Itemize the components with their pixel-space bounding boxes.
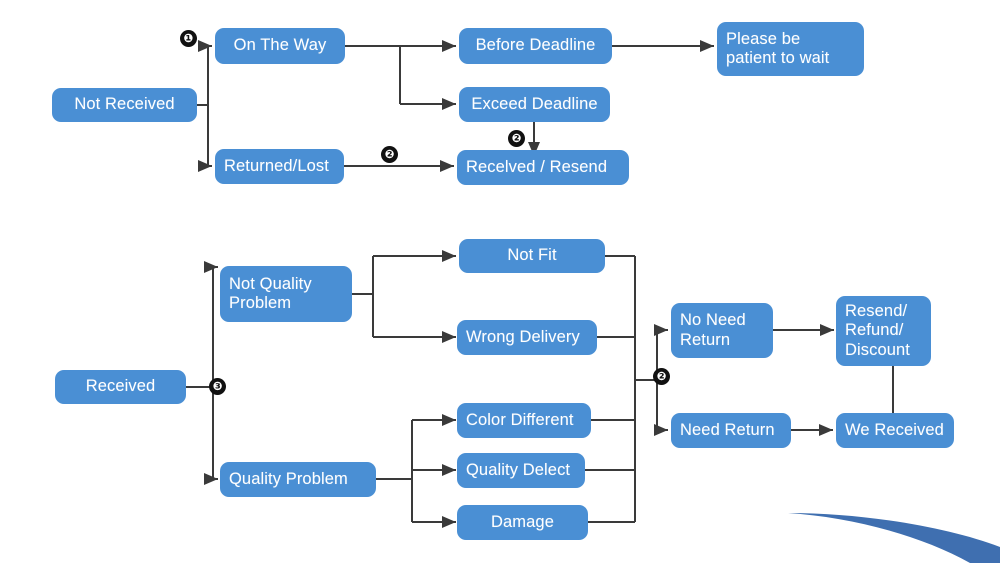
node-received-resend[interactable]: Recelved / Resend <box>457 150 629 185</box>
node-received[interactable]: Received <box>55 370 186 404</box>
node-no-need-return-label: No Need Return <box>680 311 746 349</box>
node-not-fit-label: Not Fit <box>507 246 557 265</box>
node-not-quality-problem[interactable]: Not Quality Problem <box>220 266 352 322</box>
badge-1-not-received-split: ❶ <box>180 30 197 47</box>
node-please-be-patient-label: Please be patient to wait <box>726 29 830 67</box>
node-resend-refund-discount[interactable]: Resend/ Refund/ Discount <box>836 296 931 366</box>
badge-2-return-split: ❷ <box>653 368 670 385</box>
node-quality-problem[interactable]: Quality Problem <box>220 462 376 497</box>
node-damage[interactable]: Damage <box>457 505 588 540</box>
node-need-return[interactable]: Need Return <box>671 413 791 448</box>
badge-3-received-split: ❸ <box>209 378 226 395</box>
decorative-swoosh <box>788 513 1000 563</box>
node-returned-lost-label: Returned/Lost <box>224 156 329 175</box>
node-need-return-label: Need Return <box>680 420 775 439</box>
node-wrong-delivery-label: Wrong Delivery <box>466 327 580 346</box>
node-quality-delect[interactable]: Quality Delect <box>457 453 585 488</box>
node-please-be-patient[interactable]: Please be patient to wait <box>717 22 864 76</box>
node-exceed-deadline-label: Exceed Deadline <box>471 94 598 113</box>
node-quality-problem-label: Quality Problem <box>229 469 348 488</box>
badge-3-label: ❸ <box>212 378 223 393</box>
node-before-deadline-label: Before Deadline <box>475 36 596 55</box>
node-damage-label: Damage <box>491 512 554 531</box>
node-exceed-deadline[interactable]: Exceed Deadline <box>459 87 610 122</box>
node-before-deadline[interactable]: Before Deadline <box>459 28 612 64</box>
badge-2-exceed-deadline: ❷ <box>508 130 525 147</box>
badge-2-return-split-label: ❷ <box>656 368 667 383</box>
node-not-received[interactable]: Not Received <box>52 88 197 122</box>
node-not-received-label: Not Received <box>74 95 175 114</box>
node-color-different[interactable]: Color Different <box>457 403 591 438</box>
node-not-fit[interactable]: Not Fit <box>459 239 605 273</box>
badge-2-returned-lost: ❷ <box>381 146 398 163</box>
node-no-need-return[interactable]: No Need Return <box>671 303 773 358</box>
badge-2-exceed-label: ❷ <box>511 130 522 145</box>
node-resend-refund-discount-label: Resend/ Refund/ Discount <box>845 301 910 359</box>
node-quality-delect-label: Quality Delect <box>466 460 571 479</box>
node-received-resend-label: Recelved / Resend <box>466 157 608 176</box>
node-returned-lost[interactable]: Returned/Lost <box>215 149 344 184</box>
node-not-quality-problem-label: Not Quality Problem <box>229 274 312 312</box>
node-on-the-way-label: On The Way <box>233 36 327 55</box>
node-on-the-way[interactable]: On The Way <box>215 28 345 64</box>
badge-2-returned-label: ❷ <box>384 146 395 161</box>
badge-1-label: ❶ <box>183 30 194 45</box>
node-we-received-label: We Received <box>845 420 944 439</box>
node-we-received[interactable]: We Received <box>836 413 954 448</box>
node-color-different-label: Color Different <box>466 410 574 429</box>
node-wrong-delivery[interactable]: Wrong Delivery <box>457 320 597 355</box>
node-received-label: Received <box>85 377 156 396</box>
